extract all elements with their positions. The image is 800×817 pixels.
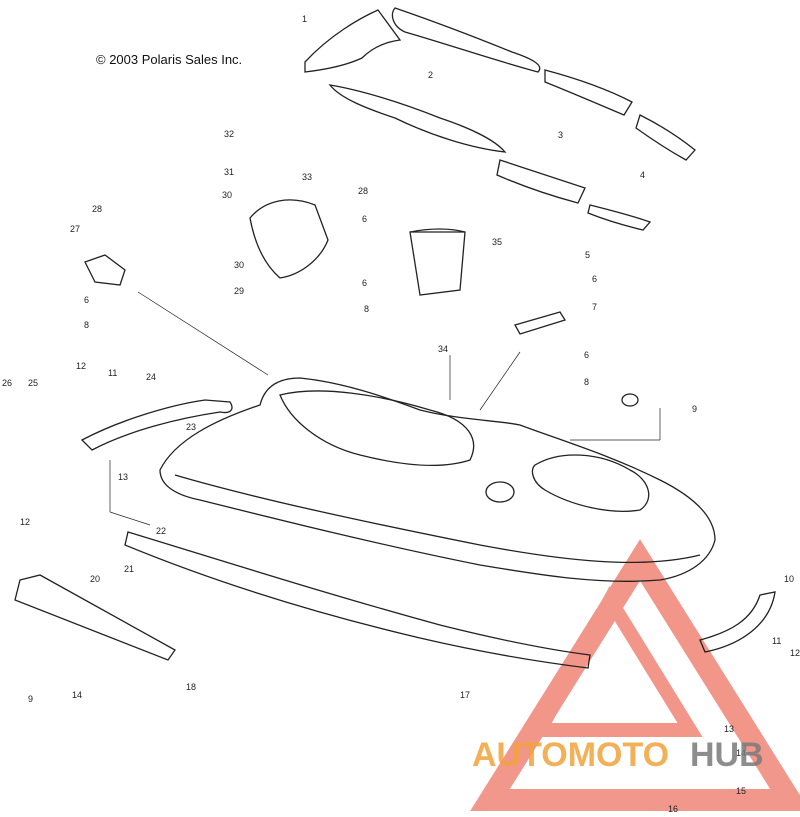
grab-handle-part: [80, 399, 233, 451]
hull-gunwale-line: [174, 474, 701, 564]
part-label: 6: [584, 350, 589, 360]
part-label: 9: [28, 694, 33, 704]
part-label: 34: [438, 344, 448, 354]
rub-rail-part: [124, 531, 591, 669]
part-label: 22: [156, 526, 166, 536]
steering-hub: [485, 481, 515, 503]
part-label: 9: [692, 404, 697, 414]
fill-cap-part: [621, 393, 639, 407]
brand-part1: AUTOMOTO: [472, 736, 669, 774]
part-label: 11: [772, 636, 781, 646]
strap-part: [514, 311, 566, 335]
part-label: 2: [428, 70, 433, 80]
part-label: 3: [558, 130, 563, 140]
part-label: 8: [364, 304, 369, 314]
part-label: 28: [92, 204, 102, 214]
front-hatch: [531, 454, 650, 512]
seat-cushion-part: [304, 9, 402, 73]
part-label: 6: [362, 278, 367, 288]
part-label: 29: [234, 286, 244, 296]
part-label: 24: [146, 372, 156, 382]
part-label: 23: [186, 422, 196, 432]
part-label: 12: [76, 361, 86, 371]
part-label: 13: [724, 724, 734, 734]
part-label: 12: [20, 517, 30, 527]
part-label: 14: [72, 690, 82, 700]
part-label: 1: [302, 14, 307, 24]
part-label: 11: [108, 368, 117, 378]
part-label: 16: [668, 804, 678, 814]
handlebar-bracket-part: [249, 199, 329, 279]
mat-pad-right-rear: [635, 114, 696, 161]
part-label: 21: [124, 564, 134, 574]
part-label: 7: [592, 302, 597, 312]
part-label: 30: [222, 190, 232, 200]
part-label: 6: [84, 295, 89, 305]
watermark-brand-text: AUTOMOTO HUB: [472, 736, 764, 774]
mat-pad-right-front: [587, 204, 652, 231]
part-label: 28: [358, 186, 368, 196]
brand-part2: HUB: [690, 736, 764, 774]
part-label: 18: [186, 682, 196, 692]
part-label: 35: [492, 237, 502, 247]
leader-lines: [109, 291, 661, 526]
part-label: 5: [585, 250, 590, 260]
sponson-part: [14, 574, 176, 661]
part-label: 4: [640, 170, 645, 180]
part-label: 13: [118, 472, 128, 482]
mat-pad-left: [496, 159, 586, 204]
watermark-logo: [470, 539, 800, 811]
part-label: 15: [736, 786, 746, 796]
part-label: 32: [224, 129, 234, 139]
part-label: 27: [70, 224, 80, 234]
trim-strip-part: [699, 591, 776, 653]
mat-strip-side: [328, 84, 507, 153]
part-label: 8: [84, 320, 89, 330]
part-label: 8: [584, 377, 589, 387]
mat-pad-rear: [544, 69, 633, 116]
part-number-labels: 1 2 3 4 5 6 6 6 6 6 7 8 8 8 9 10 11 11 1…: [2, 14, 800, 814]
part-label: 10: [784, 574, 794, 584]
part-label: 6: [362, 214, 367, 224]
cup-holder-part: [409, 228, 466, 296]
watercraft-hull: [159, 377, 716, 582]
part-label: 6: [592, 274, 597, 284]
mat-strip-top: [391, 7, 541, 73]
copyright-notice: © 2003 Polaris Sales Inc.: [96, 52, 243, 67]
part-label: 12: [790, 648, 800, 658]
part-label: 30: [234, 260, 244, 270]
latch-bracket-part: [84, 254, 126, 286]
part-label: 17: [460, 690, 470, 700]
part-label: 33: [302, 172, 312, 182]
part-label: 31: [224, 167, 234, 177]
seat-recess: [279, 390, 475, 467]
part-label: 25: [28, 378, 38, 388]
part-label: 26: [2, 378, 12, 388]
part-label: 20: [90, 574, 100, 584]
part-label: 14: [736, 748, 746, 758]
